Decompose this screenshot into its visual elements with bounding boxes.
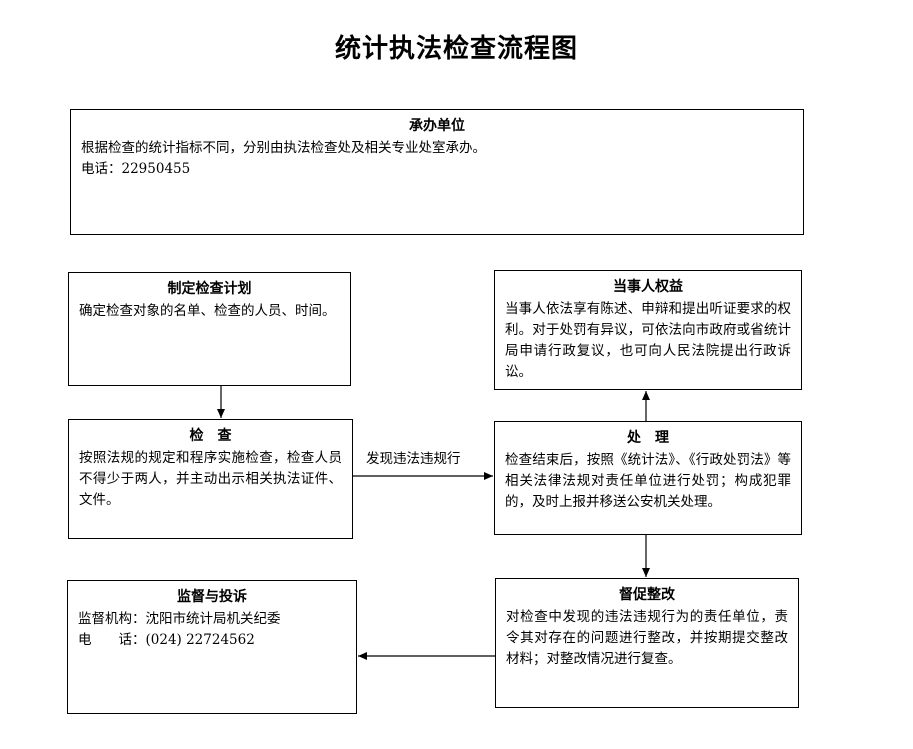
rectify-title: 督促整改 xyxy=(619,587,675,603)
rights-title: 当事人权益 xyxy=(613,279,683,295)
host-unit-phone: 电话：22950455 xyxy=(81,161,191,177)
plan-text: 确定检查对象的名单、检查的人员、时间。 xyxy=(79,303,336,319)
handling-title: 处 理 xyxy=(627,430,669,446)
rights-text: 当事人依法享有陈述、申辩和提出听证要求的权利。对于处罚有异议，可依法向市政府或省… xyxy=(505,301,791,380)
host-unit-title: 承办单位 xyxy=(409,118,465,134)
rectify-text: 对检查中发现的违法违规行为的责任单位，责令其对存在的问题进行整改，并按期提交整改… xyxy=(506,609,788,667)
plan-box: 制定检查计划 确定检查对象的名单、检查的人员、时间。 xyxy=(68,272,351,386)
rectify-box: 督促整改 对检查中发现的违法违规行为的责任单位，责令其对存在的问题进行整改，并按… xyxy=(495,578,799,708)
page-title: 统计执法检查流程图 xyxy=(334,34,578,64)
plan-title: 制定检查计划 xyxy=(167,281,252,297)
host-unit-box: 承办单位 根据检查的统计指标不同，分别由执法检查处及相关专业处室承办。 电话：2… xyxy=(70,109,804,235)
supervision-agency: 监督机构：沈阳市统计局机关纪委 xyxy=(78,611,281,627)
rights-box: 当事人权益 当事人依法享有陈述、申辩和提出听证要求的权利。对于处罚有异议，可依法… xyxy=(494,270,802,390)
inspection-title: 检 查 xyxy=(189,428,232,444)
supervision-box: 监督与投诉 监督机构：沈阳市统计局机关纪委 电 话：(024) 22724562 xyxy=(67,580,357,714)
handling-box: 处 理 检查结束后，按照《统计法》、《行政处罚法》等相关法律法规对责任单位进行处… xyxy=(494,421,802,535)
inspection-text: 按照法规的规定和程序实施检查，检查人员不得少于两人，并主动出示相关执法证件、文件… xyxy=(79,450,342,508)
host-unit-text: 根据检查的统计指标不同，分别由执法检查处及相关专业处室承办。 xyxy=(81,140,486,156)
supervision-title: 监督与投诉 xyxy=(177,589,247,605)
supervision-phone: 电 话：(024) 22724562 xyxy=(78,632,255,648)
inspection-box: 检 查 按照法规的规定和程序实施检查，检查人员不得少于两人，并主动出示相关执法证… xyxy=(68,419,353,539)
edge-label-violation: 发现违法违规行 xyxy=(366,451,461,467)
handling-text: 检查结束后，按照《统计法》、《行政处罚法》等相关法律法规对责任单位进行处罚；构成… xyxy=(505,452,791,510)
